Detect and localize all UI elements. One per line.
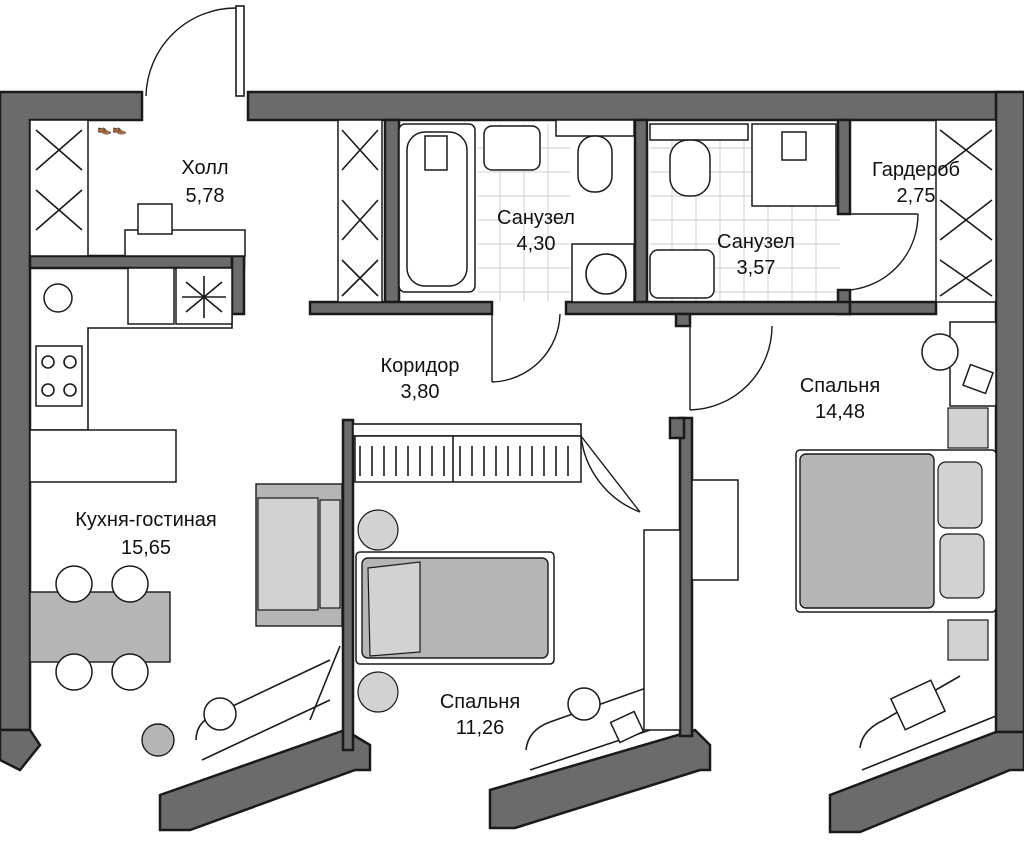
- room-name-bath1: Санузел: [497, 207, 575, 229]
- doors: [145, 5, 919, 513]
- bedroom2-furniture: [355, 509, 681, 771]
- room-name-bedroom1: Спальня: [800, 375, 880, 397]
- room-area-hall: 5,78: [186, 185, 225, 207]
- room-name-corridor: Коридор: [381, 355, 460, 377]
- room-area-wardrobe: 2,75: [897, 185, 936, 207]
- room-area-bedroom2: 11,26: [456, 717, 505, 739]
- bathroom-tiles: [478, 124, 840, 302]
- room-area-corridor: 3,80: [401, 381, 440, 403]
- bathroom1-fixtures: [398, 119, 635, 303]
- room-name-bedroom2: Спальня: [440, 691, 520, 713]
- walls: [0, 90, 1024, 834]
- room-name-bath2: Санузел: [717, 231, 795, 253]
- bedroom1-furniture: [691, 321, 997, 771]
- room-area-bedroom1: 14,48: [815, 401, 865, 423]
- room-area-kitchen: 15,65: [121, 537, 171, 559]
- room-labels: Холл 5,78 Санузел 4,30 Санузел 3,57 Гард…: [75, 157, 960, 739]
- room-area-bath1: 4,30: [517, 233, 556, 255]
- hall-furniture: 👞👞: [29, 119, 246, 257]
- closets: [337, 119, 997, 483]
- room-name-kitchen: Кухня-гостиная: [75, 509, 217, 531]
- room-name-hall: Холл: [181, 157, 228, 179]
- room-area-bath2: 3,57: [737, 257, 776, 279]
- svg-text:👞👞: 👞👞: [97, 121, 127, 135]
- room-name-wardrobe: Гардероб: [872, 159, 960, 181]
- kitchen-furniture: [29, 267, 343, 761]
- bathroom2-fixtures: [649, 123, 837, 299]
